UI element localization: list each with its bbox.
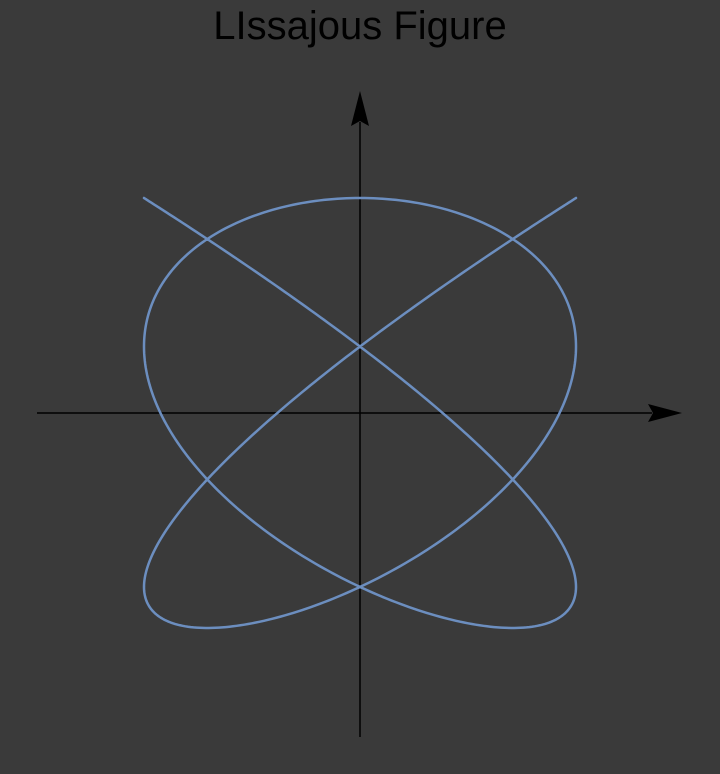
lissajous-curve <box>142 196 578 630</box>
y-axis-arrow <box>351 91 369 126</box>
chart-title: LIssajous Figure <box>213 4 507 48</box>
x-axis-arrow <box>648 404 682 422</box>
